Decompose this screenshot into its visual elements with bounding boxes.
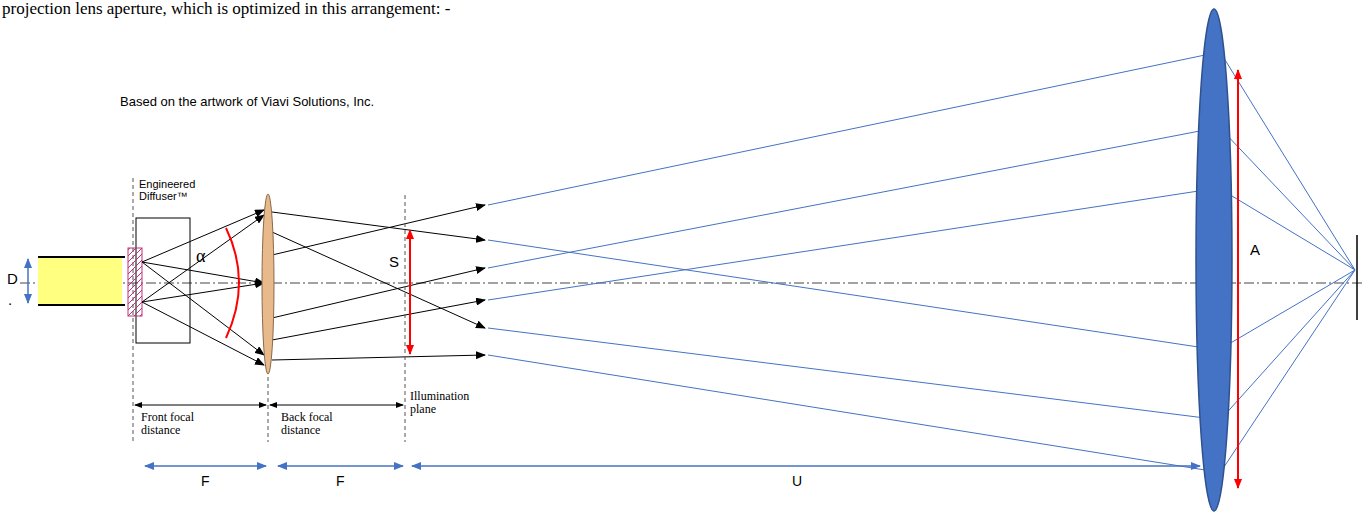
credit-note: Based on the artwork of Viavi Solutions,… (120, 95, 374, 109)
dimension-label: S (388, 254, 400, 271)
dimension-label: U (792, 474, 802, 489)
body-text: projection lens aperture, which is optim… (2, 0, 450, 19)
stray-mark: . (8, 292, 12, 309)
dimension-label: D (7, 271, 18, 288)
dimension-label: F (201, 474, 210, 489)
part-name: Engineered Diffuser™ (138, 178, 218, 202)
dimension-label: F (336, 474, 345, 489)
plane-label: Illumination plane (409, 390, 491, 416)
angle-symbol: α (196, 247, 205, 267)
dimension-label: A (1250, 242, 1260, 259)
distance-label: Back focal distance (280, 411, 362, 437)
distance-label: Front focal distance (140, 411, 232, 437)
